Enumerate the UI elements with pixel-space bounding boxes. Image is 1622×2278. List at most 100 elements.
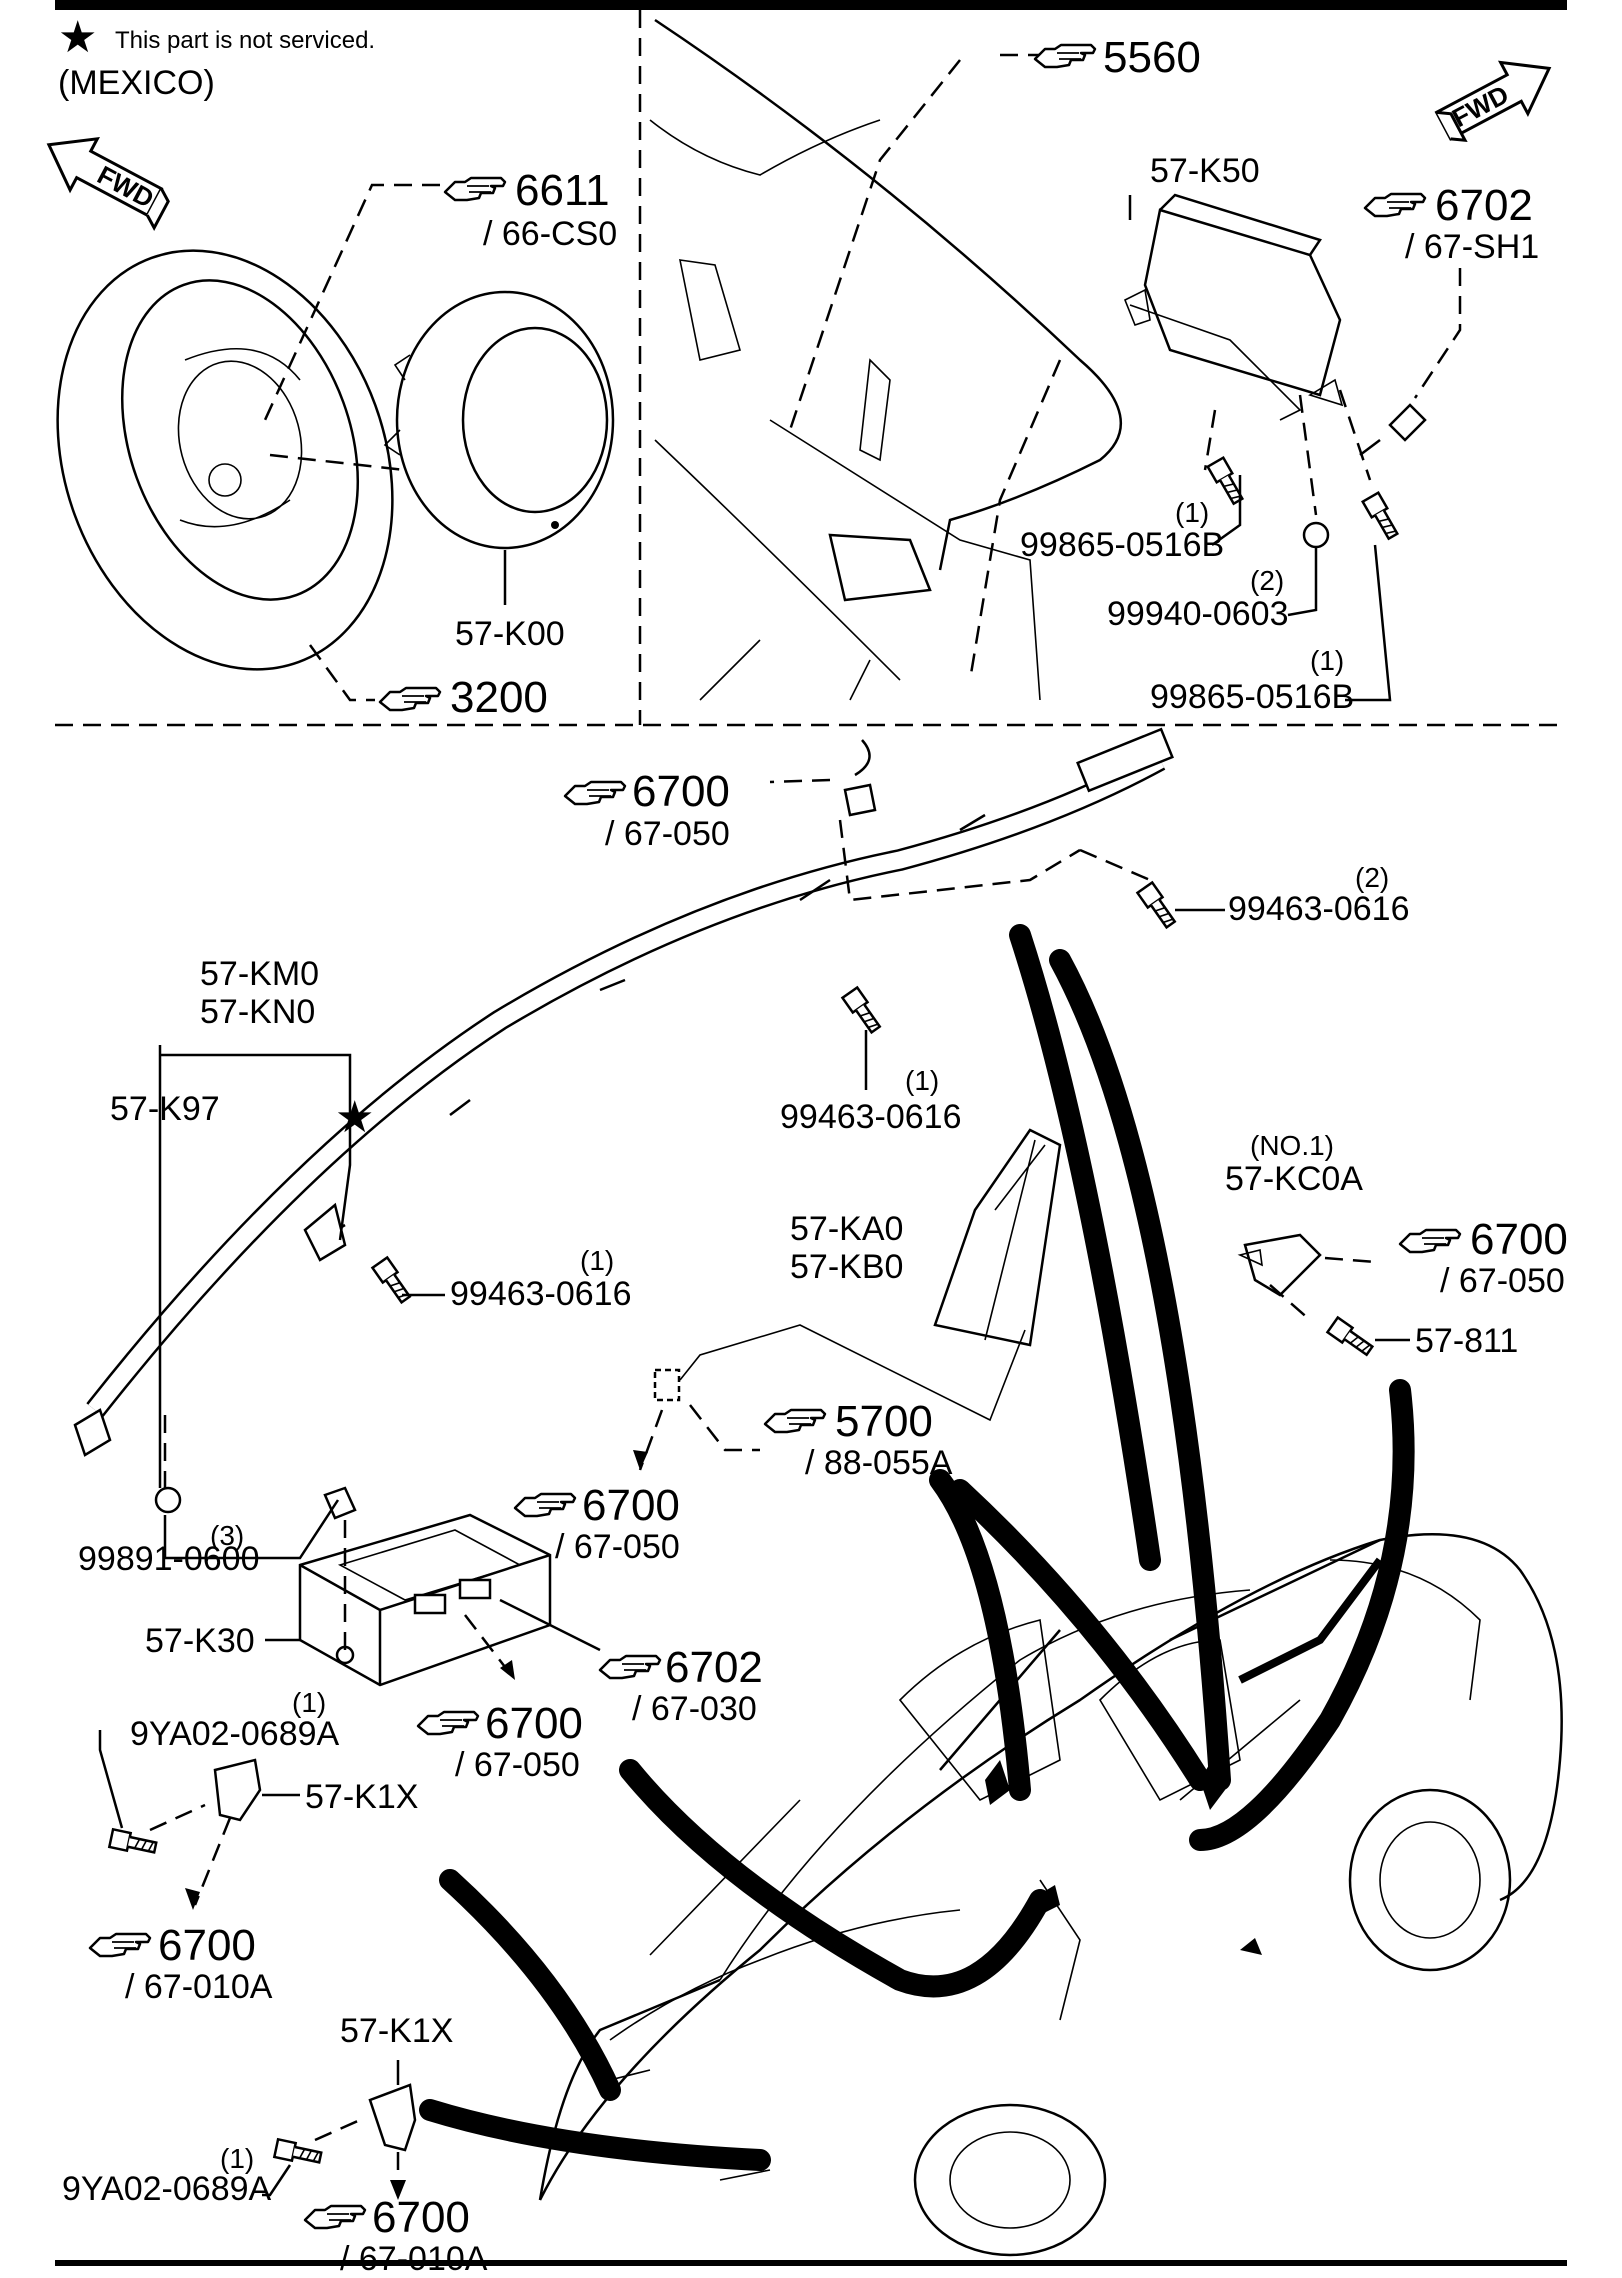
svg-text:99463-0616: 99463-0616 xyxy=(1228,890,1410,928)
screw-icon xyxy=(1206,403,1427,549)
svg-text:(2): (2) xyxy=(1250,565,1284,596)
label-57-811: 57-811 xyxy=(1415,1322,1518,1360)
star-icon: ★ xyxy=(58,13,97,62)
svg-text:5560: 5560 xyxy=(1103,33,1201,82)
driver-airbag-module xyxy=(383,290,615,550)
ref-5560[interactable]: 5560 xyxy=(1033,33,1201,82)
ref-6611[interactable]: 6611 / 66-CS0 xyxy=(443,166,617,253)
fwd-arrow-right: FWD xyxy=(1434,60,1552,143)
curtain-airbag xyxy=(73,727,1174,1457)
svg-text:9YA02-0689A: 9YA02-0689A xyxy=(62,2170,272,2208)
passenger-airbag-module xyxy=(1123,193,1344,421)
label-57-KB0: 57-KB0 xyxy=(790,1248,903,1286)
label-57-K30: 57-K30 xyxy=(145,1622,255,1660)
label-57-K50: 57-K50 xyxy=(1150,152,1260,190)
ref-6702-module[interactable]: 6702 / 67-030 xyxy=(598,1643,763,1728)
svg-text:6700: 6700 xyxy=(372,2193,470,2242)
svg-text:(1): (1) xyxy=(292,1687,326,1718)
ref-6700-right[interactable]: 6700 / 67-050 xyxy=(1398,1215,1568,1300)
svg-text:3200: 3200 xyxy=(450,673,548,722)
fastener-99463-0616-c: (1) 99463-0616 xyxy=(450,1245,632,1313)
fwd-label-right: FWD xyxy=(1447,79,1513,133)
notice-text: This part is not serviced. xyxy=(115,27,375,54)
svg-text:6700: 6700 xyxy=(158,1921,256,1970)
label-57-KM0: 57-KM0 xyxy=(200,955,319,993)
svg-text:6702: 6702 xyxy=(1435,181,1533,230)
svg-text:/ 66-CS0: / 66-CS0 xyxy=(483,215,617,253)
label-57-K1X-a: 57-K1X xyxy=(305,1778,418,1816)
fwd-arrow-left: FWD xyxy=(46,136,170,232)
location-indicator-strokes xyxy=(419,924,1415,2171)
label-no1: (NO.1) xyxy=(1250,1130,1334,1161)
ref-5700[interactable]: 5700 / 88-055A xyxy=(763,1397,953,1482)
svg-text:/ 67-050: / 67-050 xyxy=(455,1746,580,1784)
svg-text:5700: 5700 xyxy=(835,1397,933,1446)
svg-text:(2): (2) xyxy=(1355,862,1389,893)
label-57-KC0A: 57-KC0A xyxy=(1225,1160,1363,1198)
svg-text:/ 67-010A: / 67-010A xyxy=(125,1968,273,2006)
svg-text:6700: 6700 xyxy=(582,1481,680,1530)
ref-6702-top[interactable]: 6702 / 67-SH1 xyxy=(1363,181,1539,266)
fwd-label-left: FWD xyxy=(93,160,159,214)
seat-airbag xyxy=(653,1128,1062,1422)
dashboard-drawing xyxy=(649,18,1123,701)
screw-icon xyxy=(154,881,1180,1514)
svg-text:6700: 6700 xyxy=(632,767,730,816)
svg-text:/ 67-050: / 67-050 xyxy=(555,1528,680,1566)
svg-text:/ 67-050: / 67-050 xyxy=(1440,1262,1565,1300)
svg-text:6702: 6702 xyxy=(665,1643,763,1692)
side-sensor-b xyxy=(368,2083,417,2152)
ref-6700-seat[interactable]: 6700 / 67-050 xyxy=(513,1481,680,1566)
label-57-K97: 57-K97 xyxy=(110,1090,220,1128)
star-icon: ★ xyxy=(335,1093,374,1142)
svg-text:/ 88-055A: / 88-055A xyxy=(805,1444,953,1482)
svg-text:(1): (1) xyxy=(905,1065,939,1096)
ref-6700-side-a[interactable]: 6700 / 67-010A xyxy=(88,1921,273,2006)
ref-6700-upper[interactable]: 6700 / 67-050 xyxy=(563,767,730,853)
svg-text:99865-0516B: 99865-0516B xyxy=(1150,678,1354,716)
svg-text:6611: 6611 xyxy=(515,166,610,215)
sas-control-module xyxy=(298,1486,552,1687)
svg-text:(1): (1) xyxy=(1175,497,1209,528)
svg-text:99940-0603: 99940-0603 xyxy=(1107,595,1289,633)
notice: ★ This part is not serviced. xyxy=(58,13,375,62)
svg-text:(3): (3) xyxy=(210,1520,244,1551)
steering-wheel-drawing xyxy=(56,249,394,671)
fastener-9YA02-0689A-b: (1) 9YA02-0689A xyxy=(62,2143,272,2208)
vehicle-drawing xyxy=(538,1533,1563,2257)
ref-3200[interactable]: 3200 xyxy=(378,673,548,722)
side-sensor-a xyxy=(213,1758,262,1822)
svg-text:/ 67-030: / 67-030 xyxy=(632,1690,757,1728)
svg-text:99463-0616: 99463-0616 xyxy=(780,1098,962,1136)
svg-text:99463-0616: 99463-0616 xyxy=(450,1275,632,1313)
label-57-KN0: 57-KN0 xyxy=(200,993,315,1031)
svg-text:/ 67-SH1: / 67-SH1 xyxy=(1405,228,1539,266)
fastener-9YA02-0689A-a: (1) 9YA02-0689A xyxy=(130,1687,340,1753)
svg-text:/ 67-050: / 67-050 xyxy=(605,815,730,853)
svg-text:6700: 6700 xyxy=(485,1699,583,1748)
fastener-99463-0616-b: (1) 99463-0616 xyxy=(780,1065,962,1136)
front-sensor-no1 xyxy=(1237,1233,1322,1297)
svg-text:(1): (1) xyxy=(580,1245,614,1276)
wiring-connector-top xyxy=(843,739,877,817)
fastener-99891-0600: (3) 99891-0600 xyxy=(78,1520,260,1578)
label-57-K00: 57-K00 xyxy=(455,615,565,653)
svg-text:/ 67-010A: / 67-010A xyxy=(340,2240,488,2278)
label-57-KA0: 57-KA0 xyxy=(790,1210,903,1248)
label-57-K1X-b: 57-K1X xyxy=(340,2012,453,2050)
svg-text:(1): (1) xyxy=(220,2143,254,2174)
svg-text:(1): (1) xyxy=(1310,645,1344,676)
fastener-99865-0516B-b: (1) 99865-0516B xyxy=(1150,645,1354,716)
frame-lines xyxy=(55,0,1567,2266)
svg-text:99865-0516B: 99865-0516B xyxy=(1020,526,1224,564)
fastener-99865-0516B-a: (1) 99865-0516B xyxy=(1020,497,1224,564)
svg-text:6700: 6700 xyxy=(1470,1215,1568,1264)
ref-6700-module[interactable]: 6700 / 67-050 xyxy=(416,1699,583,1784)
svg-text:9YA02-0689A: 9YA02-0689A xyxy=(130,1715,340,1753)
fastener-99940-0603: (2) 99940-0603 xyxy=(1107,565,1289,633)
fastener-99463-0616-a: (2) 99463-0616 xyxy=(1228,862,1410,928)
region-label: (MEXICO) xyxy=(58,64,215,102)
ref-6700-side-b[interactable]: 6700 / 67-010A xyxy=(303,2193,488,2278)
svg-text:99891-0600: 99891-0600 xyxy=(78,1540,260,1578)
